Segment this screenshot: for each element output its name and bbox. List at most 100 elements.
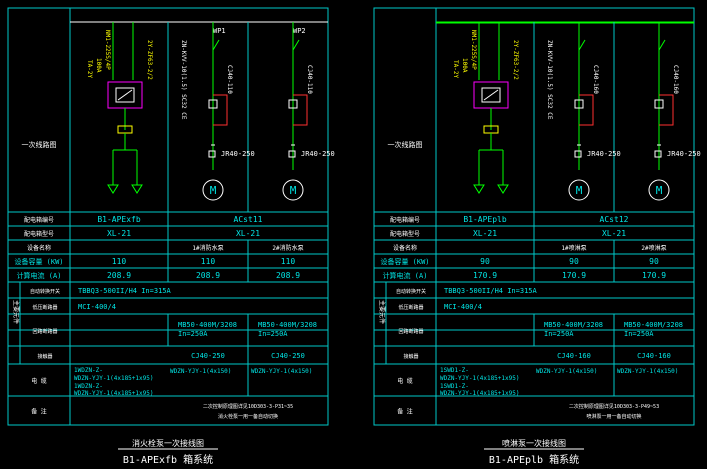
- row-label-device: 设备名称: [27, 244, 51, 252]
- current-1: 208.9: [196, 271, 220, 280]
- relay-label: JR40-250: [587, 150, 621, 158]
- circuit-switch: [578, 39, 586, 51]
- circuit-contactor: CJ40-160: [592, 65, 599, 94]
- relay-label: JR40-250: [221, 150, 255, 158]
- cable-in-4: WDZN-YJY-1(4x185+1x95): [74, 390, 153, 397]
- row-label-power: 设备容量 (KW): [380, 257, 429, 266]
- box-type-r: XL-21: [602, 229, 626, 238]
- cable-out-2: WDZN-YJY-1(4x150): [251, 368, 312, 375]
- circuit-value-2b: In=250A: [624, 330, 654, 338]
- row-label-circuit: 回路断路器: [398, 328, 423, 335]
- circuit-contactor: CJ40-110: [226, 65, 233, 94]
- row-label-cable: 电 缆: [31, 377, 47, 385]
- box-type: XL-21: [473, 229, 497, 238]
- current-1: 170.9: [562, 271, 586, 280]
- row-label-breaker: 低压断路器: [32, 304, 57, 311]
- row-label-box-type: 配电箱型号: [390, 230, 420, 238]
- box-type-r: XL-21: [236, 229, 260, 238]
- contactor-value-2: CJ40-160: [637, 352, 671, 360]
- current-total: 170.9: [473, 271, 497, 280]
- row-label-circuit: 回路断路器: [32, 328, 57, 335]
- relay-box: [574, 150, 582, 158]
- device-1: 1#喷淋泵: [561, 244, 586, 252]
- ground-2: [131, 184, 143, 194]
- row-label-device: 设备名称: [393, 244, 417, 252]
- contactor-value-2: CJ40-250: [271, 352, 305, 360]
- relay-box: [654, 150, 662, 158]
- overload-loop: [293, 94, 308, 126]
- breaker-sub: 100A: [461, 58, 468, 73]
- section-label: 主要元件: [378, 300, 386, 324]
- drawing-subtitle: B1-APEplb 箱系统: [489, 453, 579, 466]
- note-1: 二次控制原理图详见10D303-3-P31~35: [203, 403, 293, 410]
- ground-1: [473, 184, 485, 194]
- circuit-switch: [658, 39, 666, 51]
- motor-label: M: [656, 184, 663, 197]
- circuit-value-1: MB50-400M/3208: [544, 321, 603, 329]
- motor-label: M: [290, 184, 297, 197]
- drawing-subtitle: B1-APExfb 箱系统: [123, 453, 213, 466]
- row-label-note: 备 注: [31, 408, 47, 416]
- overload-loop: [659, 94, 674, 126]
- motor-label: M: [210, 184, 217, 197]
- circuit-value-2: MB50-400M/3208: [624, 321, 683, 329]
- cable-in-2: WDZN-YJY-1(4x185+1x95): [74, 375, 153, 382]
- power-2: 110: [281, 257, 296, 266]
- motor-circle: [282, 179, 304, 201]
- breaker-row-value: MCI-400/4: [78, 303, 116, 311]
- ats-symbol: [115, 87, 135, 103]
- overload-loop: [579, 94, 594, 126]
- note-2: 消火栓泵一用一备自动切换: [218, 413, 278, 420]
- relay-label: JR40-250: [667, 150, 701, 158]
- power-total: 90: [480, 257, 490, 266]
- circuit-switch: [292, 39, 300, 51]
- drawing-title: 喷淋泵一次接线图: [502, 438, 566, 448]
- current-2: 170.9: [642, 271, 666, 280]
- circuit-switch: [212, 39, 220, 51]
- circuit-value-1b: In=250A: [178, 330, 208, 338]
- row-label-contactor: 接触器: [37, 353, 52, 360]
- box-type: XL-21: [107, 229, 131, 238]
- drawing-title: 消火栓泵一次接线图: [132, 438, 204, 448]
- circuit-value-2b: In=250A: [258, 330, 288, 338]
- coil: [574, 99, 584, 109]
- relay-box: [208, 150, 216, 158]
- cable-label: ZN-KVV-10(1.5) SC32 CE: [546, 40, 553, 120]
- current-2: 208.9: [276, 271, 300, 280]
- power-2: 90: [649, 257, 659, 266]
- coil: [208, 99, 218, 109]
- ats-arrow: [483, 89, 499, 101]
- cable-out-2: WDZN-YJY-1(4x150): [617, 368, 678, 375]
- cable-in-3: 1SWD1-Z-: [440, 383, 469, 390]
- switch-value: TBBQ3-500II/H4 In=315A: [78, 287, 172, 295]
- switch-value: TBBQ3-500II/H4 In=315A: [444, 287, 538, 295]
- power-1: 110: [201, 257, 216, 266]
- circuit-value-1: MB50-400M/3208: [178, 321, 237, 329]
- row-label-box-type: 配电箱型号: [24, 230, 54, 238]
- circuit-contactor: CJ40-160: [672, 65, 679, 94]
- coil: [288, 99, 298, 109]
- cable-label-2: 2Y-ZF63-2/2: [512, 40, 519, 80]
- cable-out-1: WDZN-YJY-1(4x150): [170, 368, 231, 375]
- ground-2: [497, 184, 509, 194]
- row-label-breaker: 低压断路器: [398, 304, 423, 311]
- cable-out-1: WDZN-YJY-1(4x150): [536, 368, 597, 375]
- row-label-switch: 自动转换开关: [30, 288, 60, 295]
- section-label: 主要元件: [12, 300, 20, 324]
- row-label-switch: 自动转换开关: [396, 288, 426, 295]
- row-label-contactor: 接触器: [403, 353, 418, 360]
- device-1: 1#消防水泵: [192, 244, 223, 252]
- cable-in-3: 1WDZN-Z-: [74, 383, 103, 390]
- row-label-box-no: 配电箱编号: [390, 216, 420, 224]
- ground-1: [107, 184, 119, 194]
- aux-label: TA-2Y: [86, 60, 93, 78]
- box-no: B1-APEplb: [463, 215, 507, 224]
- circuit-value-2: MB50-400M/3208: [258, 321, 317, 329]
- row-label-box-no: 配电箱编号: [24, 216, 54, 224]
- row-label-current: 计算电流 (A): [383, 271, 428, 280]
- breaker-label: NM1-225S/4P: [104, 30, 111, 70]
- note-2: 喷淋泵一用一备自动切换: [586, 413, 641, 420]
- box-no-r: ACst11: [234, 215, 263, 224]
